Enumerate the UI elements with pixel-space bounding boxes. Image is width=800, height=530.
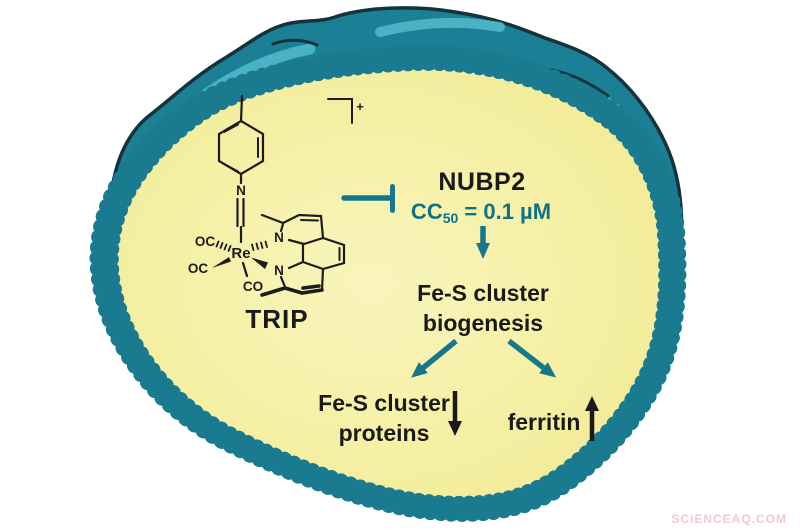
- charge-bracket: [327, 98, 353, 124]
- atom-re: Re: [231, 245, 250, 262]
- potency-value: = 0.1 µM: [458, 199, 552, 224]
- atom-oc-1: OC: [195, 234, 216, 249]
- process-line1: Fe-S cluster: [417, 280, 549, 306]
- bond-lines: [217, 94, 346, 292]
- atom-n-isocyanide: N: [236, 183, 246, 198]
- outcome-left-line2: proteins: [338, 420, 430, 446]
- potency-label: CC50 = 0.1 µM: [411, 197, 551, 233]
- process-line2: biogenesis: [422, 310, 544, 336]
- solid-wedge-co: [212, 257, 231, 268]
- atom-oc-2: OC: [188, 261, 209, 276]
- outcome-right-label: ferritin: [507, 409, 581, 435]
- atom-n-phen-top: N: [274, 230, 284, 245]
- arrow-diagonal-left: [411, 338, 458, 378]
- watermark: SCIENCEAQ.COM: [671, 512, 787, 526]
- process-label: Fe-S cluster biogenesis: [417, 278, 549, 338]
- cell-membrane: [97, 53, 678, 515]
- arrow-diagonal-right: [507, 338, 557, 378]
- cell-body-highlight-top: [375, 17, 505, 37]
- outcome-left-label: Fe-S cluster proteins: [318, 388, 450, 448]
- bold-bond-lines: [260, 284, 324, 297]
- target-protein-label: NUBP2: [438, 168, 526, 196]
- inhibition-bar: [341, 184, 395, 213]
- pathway-arrows: [341, 184, 599, 441]
- potency-prefix: CC: [410, 199, 443, 224]
- compound-name-label: TRIP: [245, 304, 309, 334]
- atom-co-3: CO: [243, 279, 263, 294]
- double-bond-lines: [223, 123, 341, 261]
- solid-wedge-n: [251, 257, 268, 269]
- outcome-left-line1: Fe-S cluster: [318, 390, 450, 416]
- charge-plus: +: [356, 99, 364, 114]
- atom-n-phen-bottom: N: [274, 263, 284, 278]
- atom-labels: N OC OC Re CO N N +: [188, 99, 364, 294]
- potency-subscript: 50: [442, 210, 459, 226]
- trip-structure: N OC OC Re CO N N +: [188, 94, 364, 297]
- hash-wedge-lines: [215, 240, 268, 252]
- cell-body-crease-1: [271, 38, 319, 47]
